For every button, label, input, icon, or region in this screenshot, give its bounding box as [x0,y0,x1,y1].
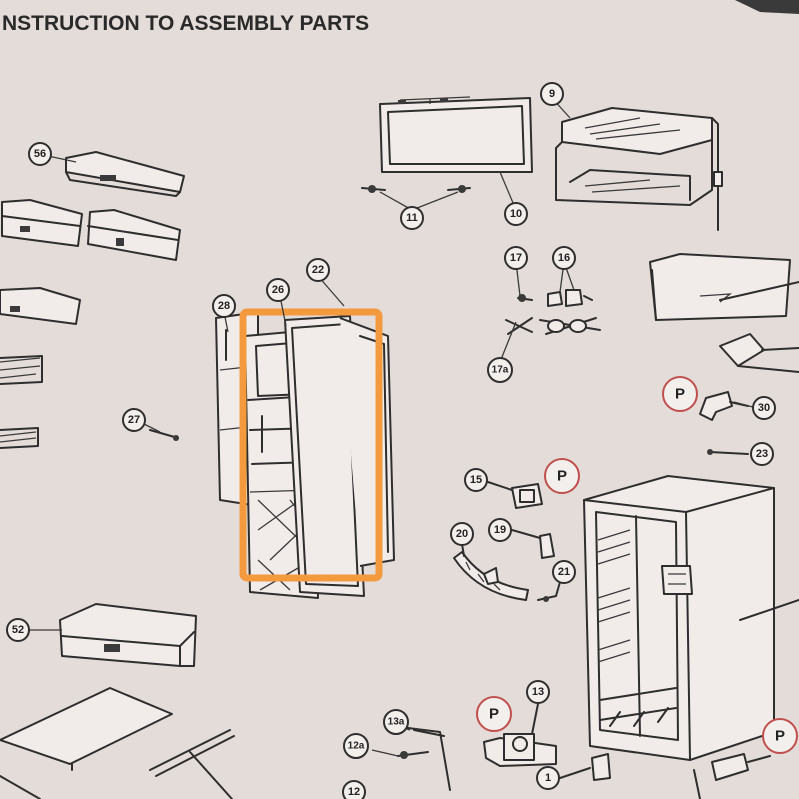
svg-text:20: 20 [456,528,468,540]
label-part-20: 20 [450,522,474,546]
label-part-52: 52 [6,618,30,642]
part-plug-1 [559,753,611,781]
svg-text:9: 9 [549,88,555,100]
p-marker-3: P [476,696,512,732]
label-part-11: 11 [400,206,424,230]
label-part-27: 27 [122,408,146,432]
svg-text:26: 26 [272,284,284,296]
screen-edge [735,0,799,14]
p-marker-4: P [762,718,798,754]
svg-text:13a: 13a [388,717,405,728]
part-crisper-52 [59,603,197,667]
svg-text:22: 22 [312,264,324,276]
part-glass-shelf [0,687,235,799]
svg-text:23: 23 [756,448,768,460]
svg-text:56: 56 [34,148,46,160]
label-part-23: 23 [750,442,774,466]
label-part-17a: 17a [487,357,513,383]
svg-text:17: 17 [510,252,522,264]
part-cabinet [583,475,799,761]
part-light-cover [649,253,799,321]
svg-text:15: 15 [470,474,482,486]
part-arc-holder-20 [453,543,529,601]
svg-text:19: 19 [494,524,506,536]
svg-text:17a: 17a [492,365,509,376]
label-part-13: 13 [526,680,550,704]
label-part-28: 28 [212,294,236,318]
svg-text:27: 27 [128,414,140,426]
label-part-30: 30 [752,396,776,420]
svg-text:11: 11 [406,212,418,224]
label-part-13a: 13a [383,709,409,735]
part-screw-23 [707,449,749,455]
svg-text:12a: 12a [348,741,365,752]
svg-text:P: P [489,706,499,723]
part-door-bin-56 [65,151,185,197]
label-part-16: 16 [552,246,576,270]
svg-text:28: 28 [218,300,230,312]
svg-text:16: 16 [558,252,570,264]
label-part-15: 15 [464,468,488,492]
label-part-10: 10 [504,202,528,226]
part-bracket [719,333,799,373]
svg-text:13: 13 [532,686,544,698]
svg-text:52: 52 [12,624,24,636]
label-part-12a: 12a [343,733,369,759]
part-screw-27 [149,429,179,441]
part-bulb-19 [511,529,555,559]
part-screws [361,185,471,193]
part-switch-15 [487,481,543,509]
diagram-title: NSTRUCTION TO ASSEMBLY PARTS [2,12,369,35]
part-hinge-pieces [505,289,601,335]
svg-text:21: 21 [558,566,570,578]
p-marker-1: P [662,376,698,412]
label-part-1: 1 [536,766,560,790]
part-freezer-frame [379,96,533,173]
label-part-9: 9 [540,82,564,106]
svg-text:12: 12 [348,786,360,798]
part-screw-12a [397,751,429,759]
svg-text:P: P [557,468,567,485]
label-part-17: 17 [504,246,528,270]
part-foot [693,753,771,799]
part-rod-13a [407,727,451,791]
svg-text:10: 10 [510,208,522,220]
label-part-22: 22 [306,258,330,282]
part-control-13 [483,703,557,767]
svg-text:30: 30 [758,402,770,414]
svg-text:P: P [775,728,785,745]
svg-text:1: 1 [545,772,551,784]
part-door-bins-left [0,199,181,449]
part-evaporator [555,107,723,231]
part-screw-21 [537,581,561,602]
svg-text:P: P [675,386,685,403]
part-hinge-30 [699,391,749,421]
label-part-26: 26 [266,278,290,302]
label-part-21: 21 [552,560,576,584]
door-gasket-highlight [239,308,383,582]
label-part-19: 19 [488,518,512,542]
label-part-12: 12 [342,780,366,799]
label-part-56: 56 [28,142,52,166]
p-marker-2: P [544,458,580,494]
